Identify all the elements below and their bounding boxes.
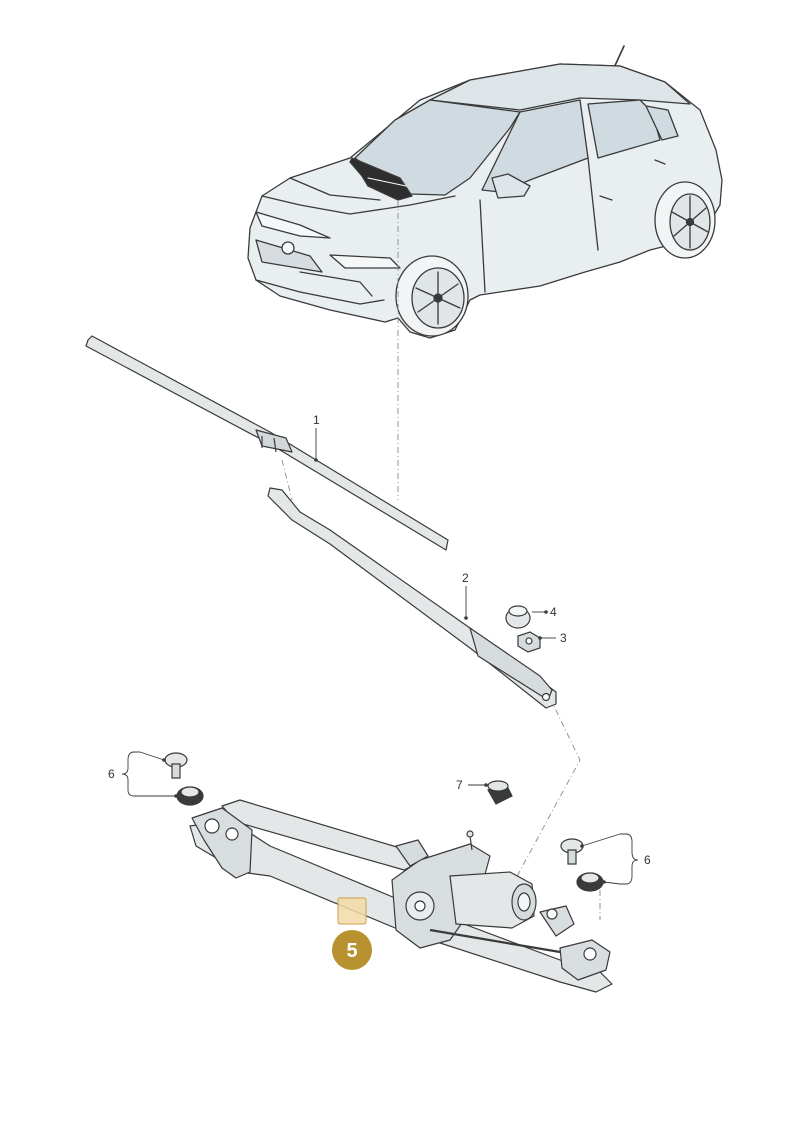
wiper-blade	[85, 335, 449, 551]
callout-leaders	[121, 428, 639, 885]
guide-lines	[281, 200, 601, 920]
callout-6-right[interactable]: 6	[644, 853, 651, 867]
callout-2[interactable]: 2	[462, 571, 469, 585]
bolt-right-upper	[560, 838, 584, 865]
callout-3[interactable]: 3	[560, 631, 567, 645]
callout-6-left[interactable]: 6	[108, 767, 115, 781]
bolt-left-upper	[164, 752, 188, 779]
wiper-arm	[267, 487, 557, 709]
hex-nut-top	[517, 631, 541, 653]
car-illustration	[247, 45, 723, 339]
callout-5[interactable]: 5	[346, 940, 357, 962]
wiper-linkage-motor	[189, 799, 613, 993]
callout-5-badge[interactable]: 5	[332, 930, 372, 970]
callout-7[interactable]: 7	[456, 778, 463, 792]
damper-part	[487, 780, 513, 805]
callout-4[interactable]: 4	[550, 605, 557, 619]
grommet-left	[176, 786, 204, 806]
grommet-right	[576, 872, 604, 892]
callout-dots	[162, 458, 606, 884]
part-5-highlight	[337, 897, 367, 925]
cover-cap	[505, 605, 531, 629]
callout-1[interactable]: 1	[313, 413, 320, 427]
